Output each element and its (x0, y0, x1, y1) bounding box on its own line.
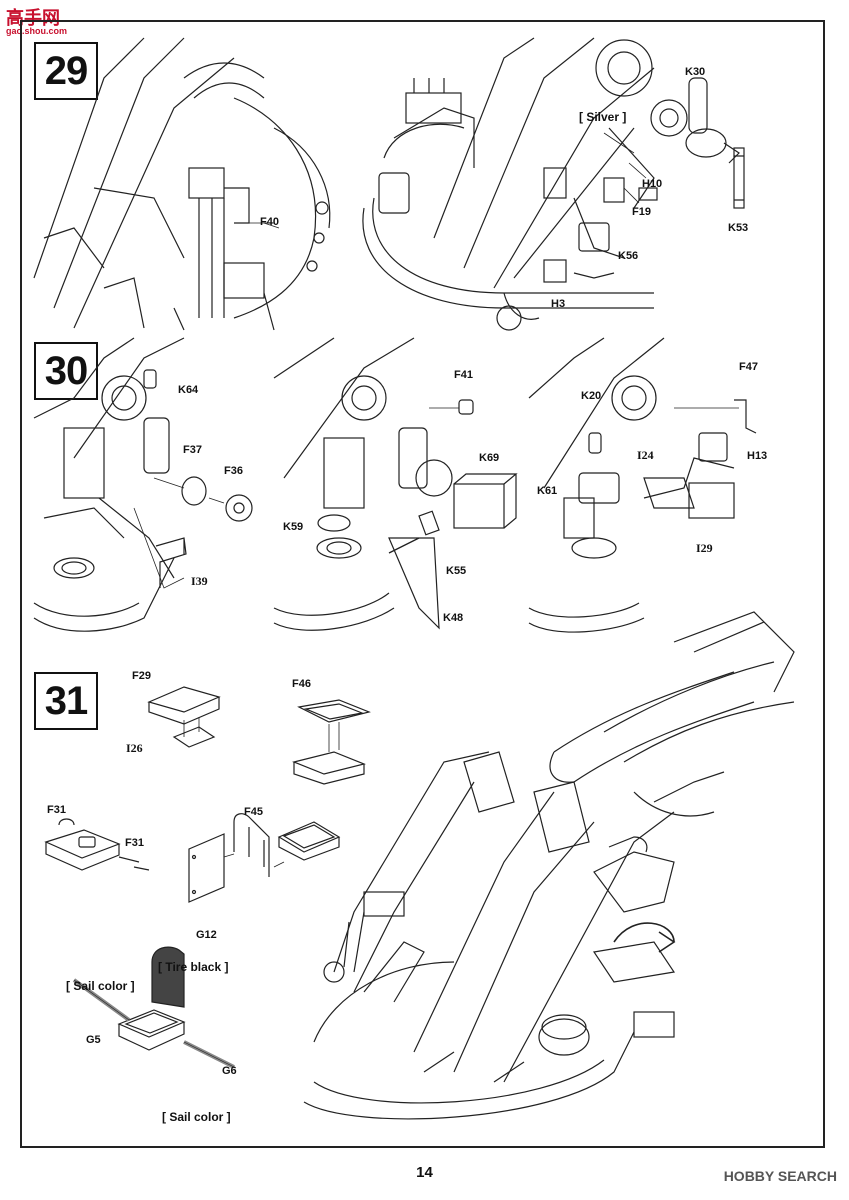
page-frame (20, 20, 825, 1148)
color-note-tire-black: [ Tire black ] (158, 960, 229, 974)
part-label-k53: K53 (728, 222, 749, 234)
step-number-29: 29 (34, 42, 98, 100)
part-label-k61: K61 (537, 485, 558, 497)
watermark: HOBBY SEARCH (723, 1168, 837, 1184)
site-logo: 高手网 (6, 8, 60, 29)
part-label-h13: H13 (747, 450, 768, 462)
part-label-k20: K20 (581, 390, 602, 402)
part-label-k59: K59 (283, 521, 304, 533)
part-label-h3: H3 (551, 298, 566, 310)
part-label-k56: K56 (618, 250, 639, 262)
page-number: 14 (416, 1164, 433, 1181)
step-30-illustration (33, 337, 757, 633)
part-label-g5: G5 (86, 1034, 101, 1046)
color-note-sail-color-bottom: [ Sail color ] (162, 1110, 231, 1124)
part-label-f41: F41 (454, 369, 473, 381)
part-label-f36: F36 (224, 465, 243, 477)
part-label-f45: F45 (244, 806, 263, 818)
part-label-f31-b: F31 (125, 837, 144, 849)
part-label-i39: I39 (191, 574, 208, 588)
part-label-f47: F47 (739, 361, 758, 373)
part-label-f46: F46 (292, 678, 311, 690)
part-label-k55: K55 (446, 565, 467, 577)
part-label-f31-a: F31 (47, 804, 66, 816)
part-label-f37: F37 (183, 444, 202, 456)
part-label-f29: F29 (132, 670, 151, 682)
color-note-sail-color-top: [ Sail color ] (66, 979, 135, 993)
part-label-f19: F19 (632, 206, 651, 218)
part-label-i29: I29 (696, 541, 713, 555)
site-logo-subtext: gao.shou.com (6, 26, 68, 36)
step-29-illustration (33, 37, 745, 331)
part-label-h10: H10 (642, 178, 663, 190)
step-number-31: 31 (34, 672, 98, 730)
part-label-i26: I26 (126, 741, 143, 755)
part-label-k64: K64 (178, 384, 199, 396)
step-31-illustration (44, 611, 795, 1120)
part-label-i24: I24 (637, 448, 654, 462)
step-number-30: 30 (34, 342, 98, 400)
part-label-k48: K48 (443, 612, 464, 624)
part-label-f40: F40 (260, 216, 279, 228)
color-note-silver: [ Silver ] (579, 110, 627, 124)
part-label-k30: K30 (685, 66, 706, 78)
part-label-k69: K69 (479, 452, 500, 464)
part-label-g12: G12 (196, 929, 217, 941)
part-label-g6: G6 (222, 1065, 237, 1077)
